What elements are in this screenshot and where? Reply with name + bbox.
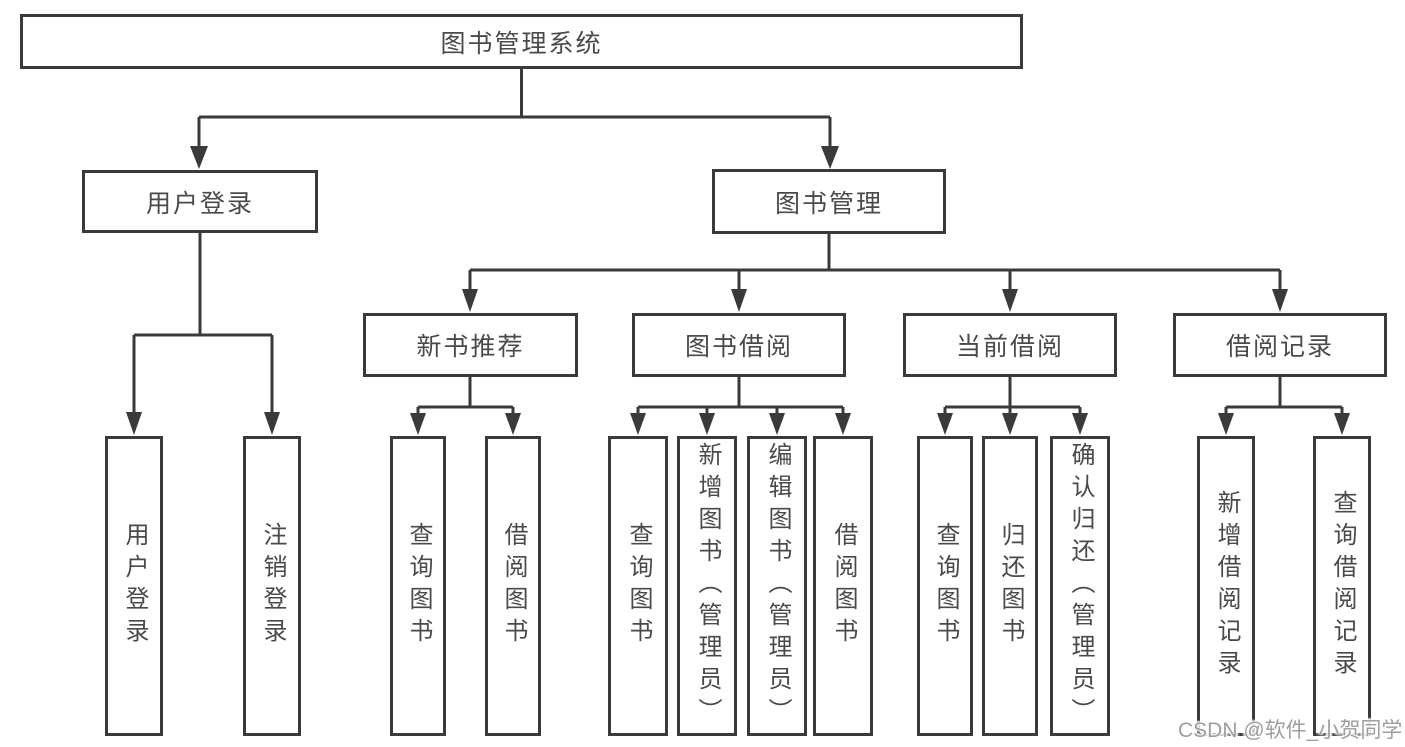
connector-borrowrecord-to-leaves [1224,377,1344,414]
node-leaf-logout: 注销登录 [243,436,301,736]
node-leaf-add-book-admin: 新增图书（管理员） [677,436,737,736]
node-label: 注销登录 [259,522,286,650]
node-leaf-edit-book-admin: 编辑图书（管理员） [747,436,807,736]
watermark: CSDN @软件_小贺同学 [1178,719,1403,742]
node-label: 图书管理 [774,189,883,218]
node-new-book-recommend: 新书推荐 [363,313,578,377]
node-label: 确认归还（管理员） [1067,442,1094,730]
arrowhead-icon [699,413,715,435]
arrowhead-icon [505,413,521,435]
node-current-borrow: 当前借阅 [903,313,1117,377]
node-label: 新增图书（管理员） [694,442,721,730]
node-leaf-query-book-3: 查询图书 [917,436,973,736]
node-library-system: 图书管理系统 [20,14,1023,69]
node-book-borrow: 图书借阅 [632,313,846,377]
arrowhead-icon [937,413,953,435]
node-leaf-query-book-2: 查询图书 [608,436,668,736]
arrowhead-icon [1334,413,1350,435]
connector-newbookrec-to-leaves [416,377,515,414]
arrowhead-icon [630,413,646,435]
node-label: 借阅图书 [500,522,527,650]
node-label: 新书推荐 [416,333,525,361]
node-label: 查询图书 [405,522,432,650]
arrowhead-icon [1002,289,1018,312]
arrowhead-icon [1002,413,1018,435]
node-label: 当前借阅 [955,333,1064,361]
connector-bookmgmt-to-level3 [468,234,1282,291]
arrowhead-icon [264,412,280,435]
arrowhead-icon [190,146,208,169]
node-label: 图书借阅 [684,333,793,361]
node-label: 新增借阅记录 [1213,490,1240,682]
connector-root-to-level2 [197,69,832,147]
node-borrow-record: 借阅记录 [1173,313,1387,377]
node-leaf-borrow-book-2: 借阅图书 [813,436,873,736]
node-leaf-user-login: 用户登录 [105,436,163,736]
arrowhead-icon [1218,413,1234,435]
arrowhead-icon [821,146,839,169]
arrowheads [126,146,1350,435]
node-label: 归还图书 [997,522,1024,650]
arrowhead-icon [410,413,426,435]
node-leaf-return-book: 归还图书 [982,436,1038,736]
node-label: 编辑图书（管理员） [764,442,791,730]
node-leaf-borrow-book-1: 借阅图书 [485,436,541,736]
arrowhead-icon [1072,413,1088,435]
arrowhead-icon [731,289,747,312]
arrowhead-icon [835,413,851,435]
node-leaf-confirm-return-admin: 确认归还（管理员） [1050,436,1110,736]
node-label: 用户登录 [121,522,148,650]
node-label: 查询图书 [932,522,959,650]
node-user-login: 用户登录 [82,170,318,233]
arrowhead-icon [126,412,142,435]
node-label: 借阅记录 [1225,333,1334,361]
node-label: 用户登录 [145,189,254,218]
connector-currentborrow-to-leaves [943,377,1082,414]
connector-bookborrow-to-leaves [636,377,845,414]
node-leaf-add-borrow-record: 新增借阅记录 [1197,436,1255,736]
node-leaf-query-borrow-record: 查询借阅记录 [1313,436,1371,736]
node-label: 查询借阅记录 [1329,490,1356,682]
arrowhead-icon [769,413,785,435]
arrowhead-icon [1272,289,1288,312]
node-label: 图书管理系统 [440,29,603,58]
connector-userlogin-to-leaves [132,233,274,414]
node-leaf-query-book-1: 查询图书 [390,436,446,736]
arrowhead-icon [462,289,478,312]
node-book-management: 图书管理 [712,169,946,234]
node-label: 借阅图书 [830,522,857,650]
node-label: 查询图书 [625,522,652,650]
